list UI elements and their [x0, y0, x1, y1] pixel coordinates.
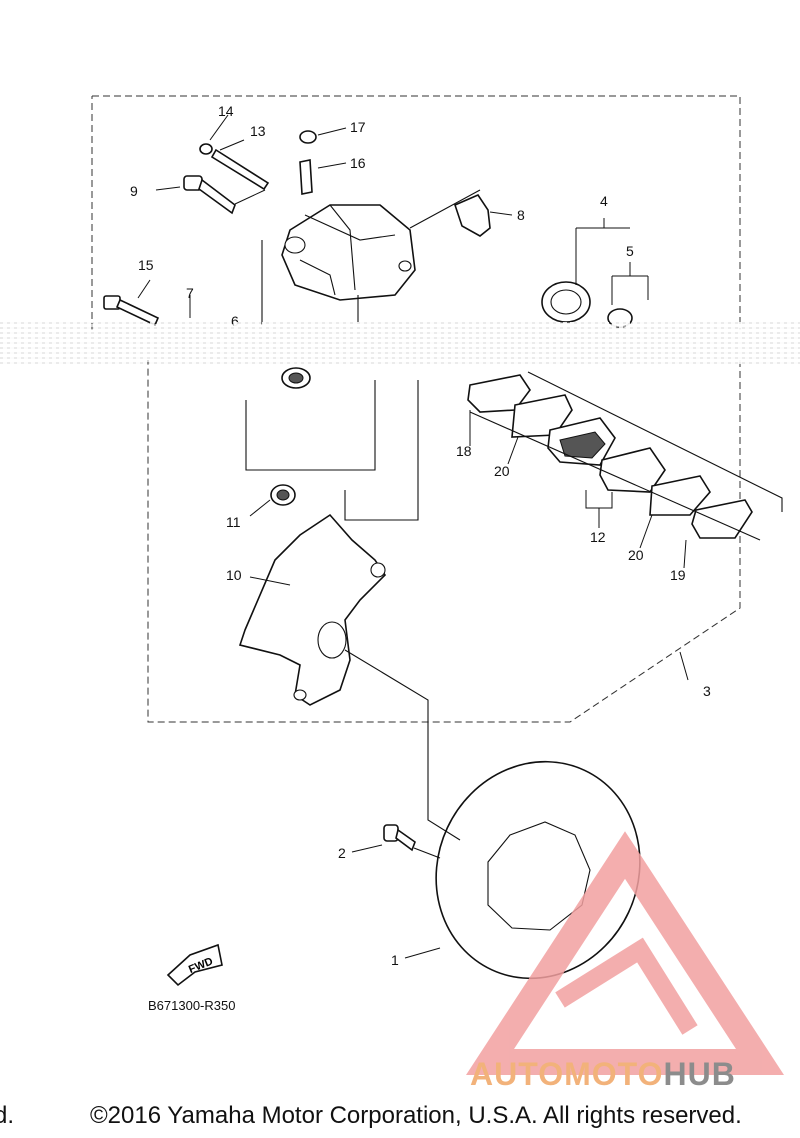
callout-2: 2 — [338, 845, 346, 861]
callout-15: 15 — [138, 257, 154, 273]
callout-1: 1 — [391, 952, 399, 968]
watermark-part1: AUTOMOTO — [470, 1056, 664, 1092]
callout-6: 6 — [231, 313, 239, 329]
callout-5: 5 — [626, 243, 634, 259]
pad-insulator-20b — [649, 475, 711, 516]
pad-shim-19 — [691, 499, 753, 539]
pin-13 — [210, 148, 270, 191]
callout-13: 13 — [250, 123, 266, 139]
callout-16: 16 — [350, 155, 366, 171]
callout-20a: 20 — [494, 463, 510, 479]
callout-7: 7 — [186, 285, 194, 301]
callout-20b: 20 — [628, 547, 644, 563]
callout-8: 8 — [517, 207, 525, 223]
callout-17: 17 — [350, 119, 366, 135]
callout-4: 4 — [600, 193, 608, 209]
cap-17 — [299, 130, 317, 144]
bolt-15 — [103, 295, 160, 327]
callout-19: 19 — [670, 567, 686, 583]
copyright-text: ©2016 Yamaha Motor Corporation, U.S.A. A… — [90, 1102, 742, 1129]
callout-10: 10 — [226, 567, 242, 583]
callout-9: 9 — [130, 183, 138, 199]
piston-4 — [541, 281, 591, 323]
callout-3: 3 — [703, 683, 711, 699]
pad-insulator-20a — [511, 394, 573, 438]
pad-spring-8 — [454, 193, 491, 237]
callout-12: 12 — [590, 529, 606, 545]
bleed-screw-16 — [299, 159, 313, 195]
callout-18: 18 — [456, 443, 472, 459]
callout-11: 11 — [226, 514, 241, 530]
watermark-wordmark: AUTOMOTOHUB — [470, 1056, 736, 1093]
boot-6 — [281, 367, 311, 389]
callout-14: 14 — [218, 103, 234, 119]
fwd-arrow-icon — [166, 943, 223, 987]
cap-14 — [199, 143, 213, 155]
guide-pin-9 — [183, 175, 236, 215]
copyright-line: d. ©2016 Yamaha Motor Corporation, U.S.A… — [0, 1102, 800, 1132]
scan-artifact-band — [0, 322, 800, 364]
watermark-part2: HUB — [663, 1056, 736, 1092]
copyright-left-fragment: d. — [0, 1102, 15, 1129]
caliper-bracket-10 — [238, 513, 387, 706]
disc-bolt-2 — [383, 824, 416, 852]
diagram-code: B671300-R350 — [148, 998, 236, 1013]
watermark-triangle-icon — [466, 831, 784, 1075]
boot-11 — [270, 484, 296, 506]
caliper-body — [281, 204, 416, 301]
